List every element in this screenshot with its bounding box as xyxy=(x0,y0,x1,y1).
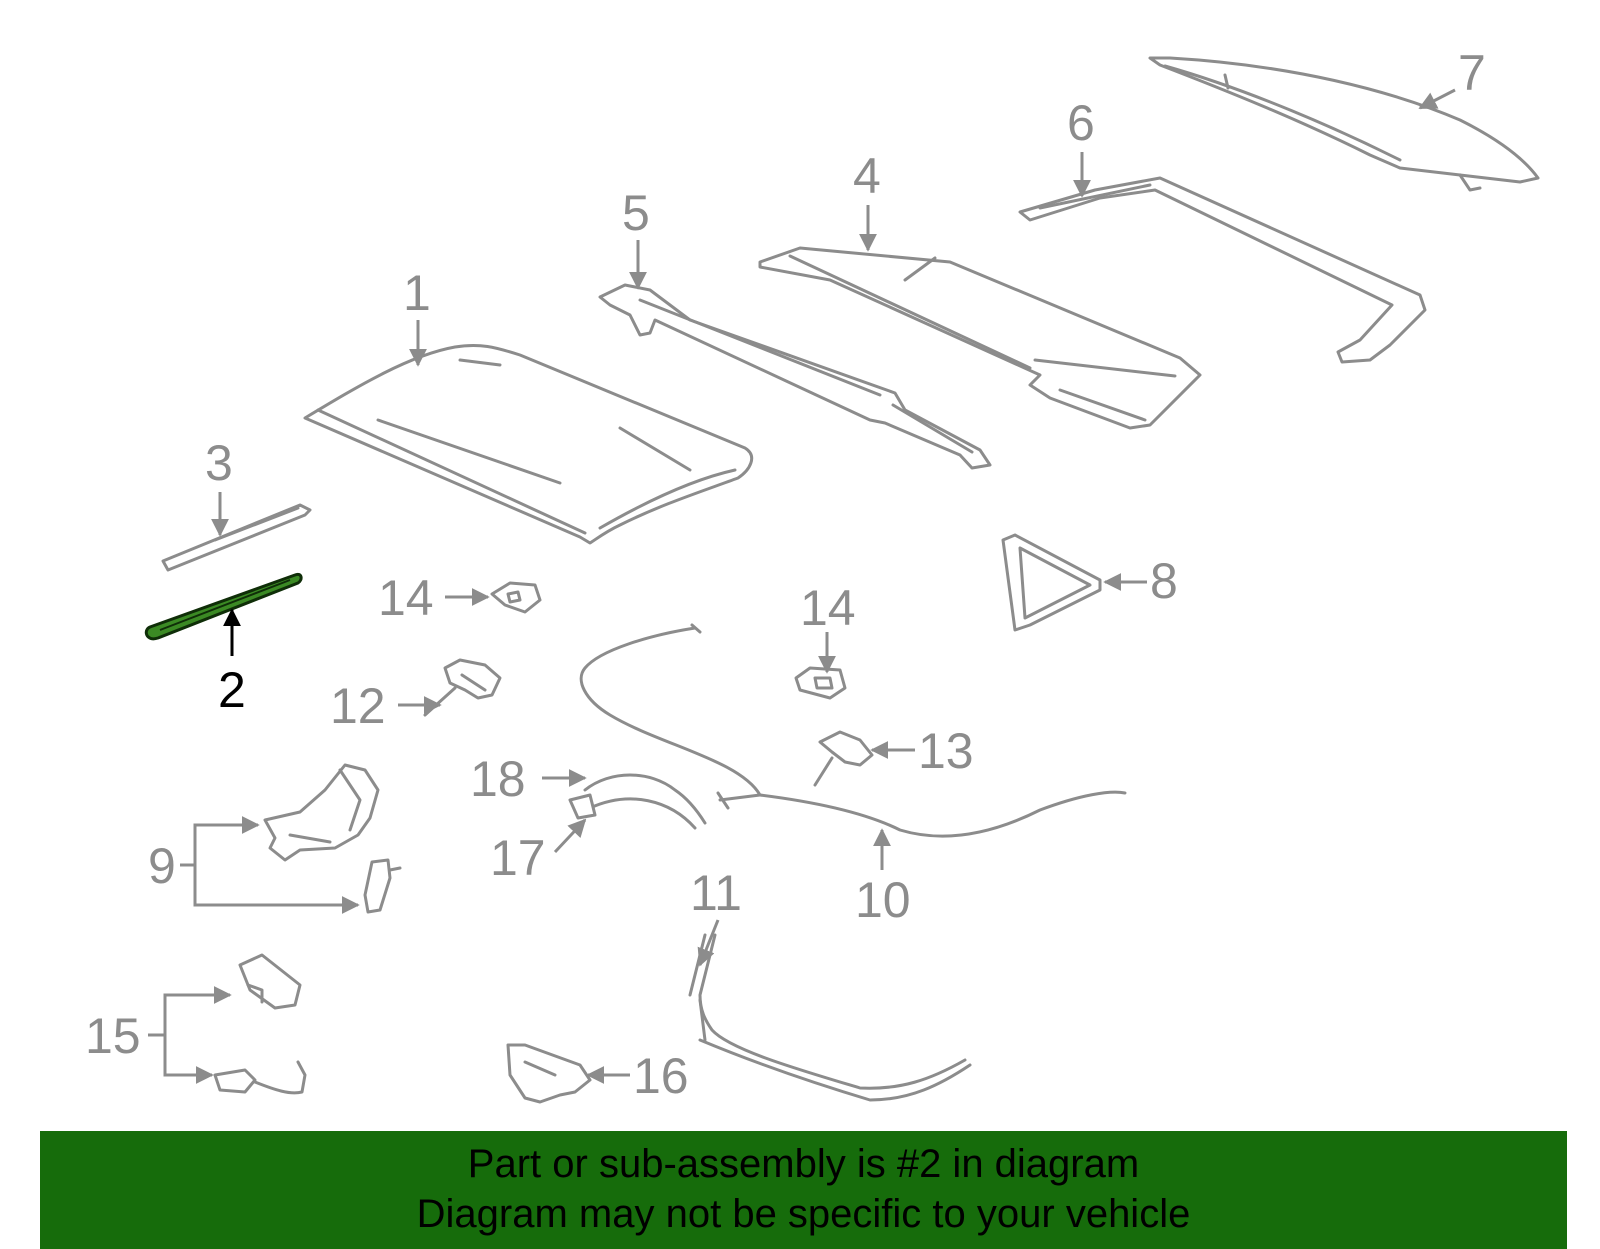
leader-17 xyxy=(553,818,587,854)
leader-15 xyxy=(148,986,232,1084)
callout-11: 11 xyxy=(690,865,742,921)
part-10-cable xyxy=(579,623,1127,838)
part-18-cable-clip xyxy=(568,773,707,830)
part-16-striker xyxy=(506,1043,592,1104)
part-8-quarter-window xyxy=(1001,533,1102,632)
part-6-rear-bow xyxy=(1018,176,1427,364)
part-3-retainer xyxy=(161,503,312,572)
part-4-center-bow xyxy=(758,246,1202,430)
callout-10: 10 xyxy=(855,872,911,928)
callout-16: 16 xyxy=(633,1048,689,1104)
banner-line-disclaimer: Diagram may not be specific to your vehi… xyxy=(416,1192,1191,1236)
part-13-bracket xyxy=(813,730,874,787)
part-9-latch-assembly xyxy=(263,763,402,914)
callout-8: 8 xyxy=(1150,553,1178,609)
part-15-module xyxy=(213,953,307,1095)
callout-13: 13 xyxy=(918,723,974,779)
callout-6: 6 xyxy=(1067,95,1095,151)
part-14-left-bracket xyxy=(490,581,542,614)
banner-line-part: Part or sub-assembly is #2 in diagram xyxy=(467,1142,1140,1186)
leader-7 xyxy=(1418,88,1456,110)
part-1-roof-panel xyxy=(303,343,754,545)
callout-3: 3 xyxy=(205,435,233,491)
part-11-harness xyxy=(688,933,972,1102)
callout-2: 2 xyxy=(218,662,246,718)
callout-12: 12 xyxy=(330,678,386,734)
part-5-front-bow xyxy=(598,283,992,470)
callout-1: 1 xyxy=(403,265,431,321)
part-2-weatherstrip xyxy=(144,572,303,641)
callout-14-right: 14 xyxy=(800,580,856,636)
callout-18: 18 xyxy=(470,751,526,807)
leader-11 xyxy=(697,919,720,967)
callout-15: 15 xyxy=(85,1008,141,1064)
callout-7: 7 xyxy=(1458,45,1486,101)
parts-diagram: 1 2 3 4 5 6 7 8 9 10 11 12 13 14 14 15 1… xyxy=(85,45,1540,1104)
callout-5: 5 xyxy=(622,185,650,241)
part-12-latch xyxy=(423,658,502,717)
part-14-right-bracket xyxy=(794,666,847,700)
leader-9 xyxy=(180,816,360,914)
info-banner: Part or sub-assembly is #2 in diagram Di… xyxy=(40,1131,1567,1249)
callout-14-left: 14 xyxy=(378,570,434,626)
callout-9: 9 xyxy=(148,838,176,894)
callout-17: 17 xyxy=(490,830,546,886)
callout-4: 4 xyxy=(853,148,881,204)
part-7-rear-window xyxy=(1148,56,1540,192)
